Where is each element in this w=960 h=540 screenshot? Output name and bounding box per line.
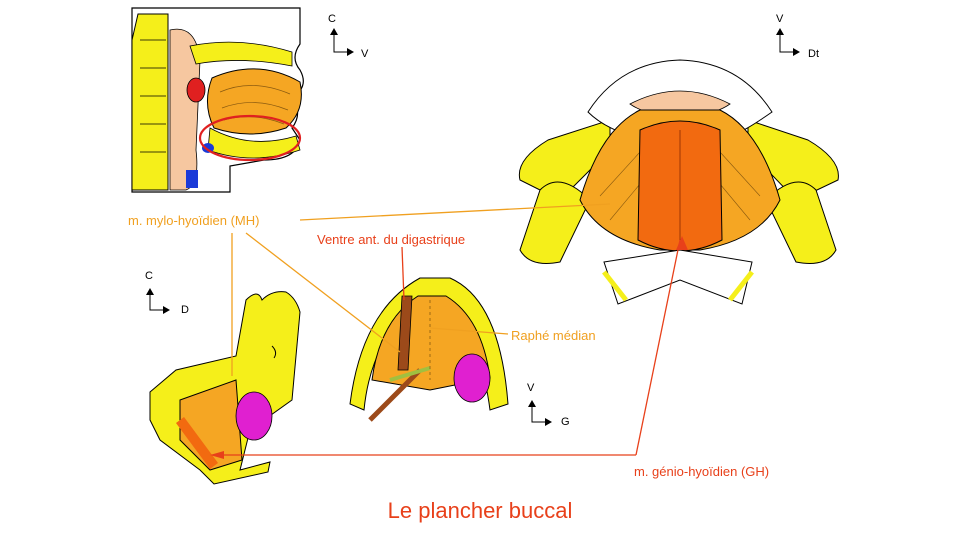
- orientation-axes-inferior: [528, 400, 552, 426]
- lateral-view-illustration: [149, 291, 301, 485]
- label-raphe: Raphé médian: [511, 328, 596, 343]
- leader-lines: [210, 203, 688, 459]
- leader-digastric: [401, 246, 405, 301]
- axis-label-superior-right: Dt: [808, 48, 819, 60]
- page-title: Le plancher buccal: [387, 498, 573, 523]
- axis-label-inferior-right: G: [561, 416, 570, 428]
- axis-label-inferior-up: V: [527, 382, 535, 394]
- axis-label-sagittal-right: V: [361, 48, 369, 60]
- axis-label-lateral-up: C: [145, 270, 153, 282]
- axis-label-lateral-right: D: [181, 304, 189, 316]
- orientation-axes-lateral: [146, 288, 170, 314]
- leader-mylo-superior: [299, 203, 611, 221]
- leader-raphe: [429, 327, 509, 335]
- label-digastric: Ventre ant. du digastrique: [317, 232, 466, 247]
- leader-mylo-inferior: [245, 232, 401, 353]
- leader-genio: [635, 239, 681, 456]
- axis-label-sagittal-up: C: [328, 13, 336, 25]
- axis-label-superior-up: V: [776, 13, 784, 25]
- superior-view-illustration: [518, 59, 839, 305]
- inferior-view-illustration: [349, 277, 509, 422]
- orientation-axes-sagittal: [330, 28, 354, 56]
- label-genio-hyoid: m. génio-hyoïdien (GH): [634, 464, 770, 479]
- label-mylo-hyoid: m. mylo-hyoïdien (MH): [128, 213, 260, 228]
- orientation-axes-superior: [776, 28, 800, 56]
- sagittal-section-illustration: [131, 7, 304, 193]
